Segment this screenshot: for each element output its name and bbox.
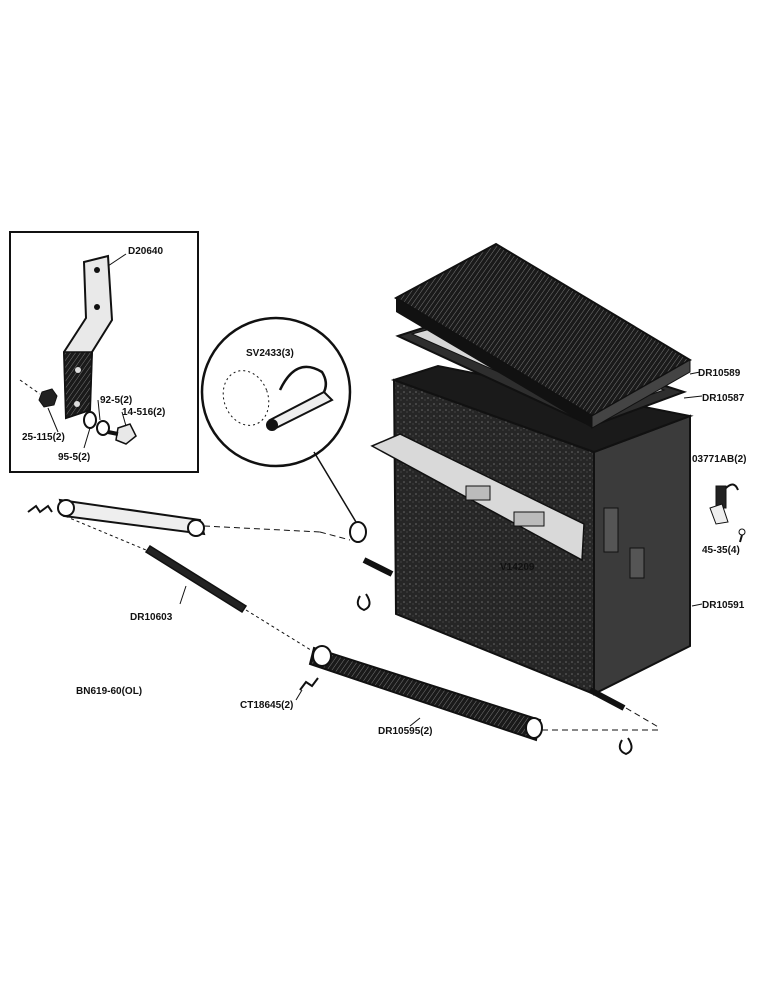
leader-lock-washer (97, 399, 101, 421)
label-gasket: DR10587 (702, 393, 745, 404)
inset-panel: D20640 92-5(2) 14-516(2) 25-115(2) 95-5(… (9, 231, 199, 473)
label-rod: DR10603 (130, 612, 173, 623)
cotter-icon (27, 504, 53, 514)
bolt-icon (107, 423, 137, 445)
label-support-bar: DR10595(2) (378, 726, 432, 737)
rod-stub-right (588, 687, 626, 711)
rod: DR10603 (59, 513, 315, 653)
inset-frame (9, 231, 199, 473)
label-center: V14209 (500, 562, 535, 573)
hanging-pin-left-icon (356, 593, 371, 612)
battery-box: V14209 (356, 364, 694, 756)
lock-washer-icon (96, 420, 110, 436)
cotter-pin-icon (299, 677, 319, 691)
small-pin-icon (349, 521, 367, 543)
label-lid: DR10589 (698, 368, 741, 379)
label-lock-washer: 92-5(2) (100, 395, 132, 406)
label-latch: 03771AB(2) (692, 454, 746, 465)
label-bracket: D20640 (128, 246, 163, 257)
magnifier-circle (200, 316, 352, 468)
bracket-d20640 (62, 254, 114, 420)
hanging-pin-right-icon (618, 737, 633, 756)
nut-icon (19, 379, 58, 408)
label-cotter-pin: CT18645(2) (240, 700, 293, 711)
lynch-pin-icon (266, 390, 334, 431)
label-latch-screw: 45-35(4) (702, 545, 740, 556)
upper-bar (27, 498, 351, 541)
box-lid (393, 242, 692, 429)
label-nut: 25-115(2) (22, 432, 65, 443)
leader-nut (47, 407, 59, 433)
leader-bolt (121, 411, 127, 427)
leader-bracket (107, 253, 127, 267)
latch-screw-icon (738, 528, 746, 543)
box-opening (390, 364, 694, 454)
latch-icon (709, 483, 739, 525)
label-lynch-pin: SV2433(3) (246, 348, 294, 359)
reference-code: BN619-60(OL) (76, 686, 142, 697)
leader-flat-washer (83, 427, 91, 449)
cotter-pin-lower: CT18645(2) (240, 677, 319, 711)
lynch-pin-detail: SV2433(3) (200, 316, 367, 543)
flat-washer-icon (83, 411, 97, 429)
label-box: DR10591 (702, 600, 745, 611)
label-flat-washer: 95-5(2) (58, 452, 90, 463)
label-bolt: 14-516(2) (122, 407, 165, 418)
rod-stub-left (362, 557, 394, 577)
support-bar: DR10595(2) (308, 645, 661, 742)
